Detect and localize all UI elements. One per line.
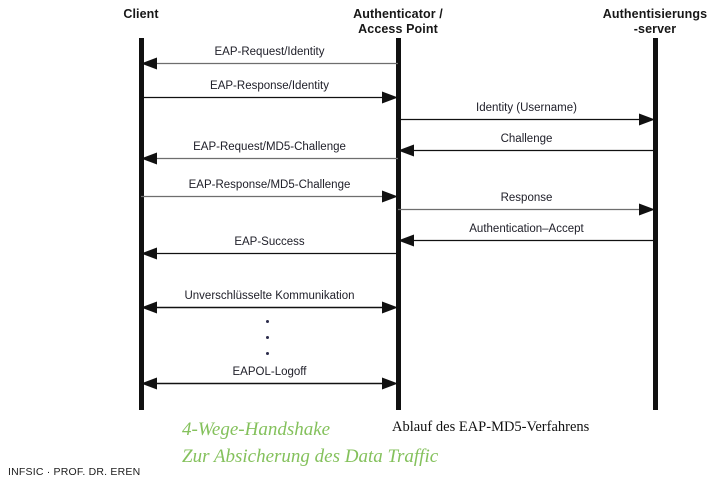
message-unverschluesselte-kommunikation: Unverschlüsselte Kommunikation bbox=[141, 282, 398, 314]
message-label: EAP-Request/MD5-Challenge bbox=[193, 141, 346, 153]
caption-handshake-annotation: 4-Wege-Handshake Zur Absicherung des Dat… bbox=[182, 416, 438, 470]
message-label: Challenge bbox=[500, 133, 553, 145]
lifeline-server bbox=[653, 38, 658, 410]
caption-green-line1: 4-Wege-Handshake bbox=[182, 419, 331, 440]
arrow-right bbox=[398, 203, 655, 216]
arrow-left bbox=[398, 144, 655, 157]
message-eap-response-identity: EAP-Response/Identity bbox=[141, 72, 398, 104]
message-challenge: Challenge bbox=[398, 125, 655, 157]
message-label: EAPOL-Logoff bbox=[232, 366, 307, 378]
arrow-right bbox=[141, 190, 398, 203]
message-label: EAP-Success bbox=[234, 236, 305, 248]
actor-client-line1: Client bbox=[123, 7, 159, 21]
message-eap-request-identity: EAP-Request/Identity bbox=[141, 38, 398, 70]
footer-attribution: INFSIC · PROF. DR. EREN bbox=[8, 466, 141, 478]
continuation-dots bbox=[255, 320, 279, 368]
diagram-title: Ablauf des EAP-MD5-Verfahrens bbox=[392, 419, 590, 435]
dot bbox=[265, 352, 269, 355]
arrow-left bbox=[398, 234, 655, 247]
arrow-right bbox=[398, 113, 655, 126]
message-label: Authentication–Accept bbox=[469, 223, 584, 235]
message-identity-username: Identity (Username) bbox=[398, 94, 655, 126]
arrow-bidirectional bbox=[141, 301, 398, 314]
actor-server-line2: -server bbox=[633, 22, 677, 36]
message-label: EAP-Response/Identity bbox=[210, 80, 329, 92]
actor-server-line1: Authentisierungs bbox=[602, 7, 708, 21]
message-label: Unverschlüsselte Kommunikation bbox=[184, 290, 355, 302]
message-authentication-accept: Authentication–Accept bbox=[398, 215, 655, 247]
actor-header-client: Client bbox=[86, 7, 196, 22]
actor-authenticator-line2: Access Point bbox=[358, 22, 438, 36]
message-label: EAP-Response/MD5-Challenge bbox=[188, 179, 351, 191]
actor-header-authenticator: Authenticator / Access Point bbox=[336, 7, 460, 37]
message-label: Response bbox=[500, 192, 553, 204]
message-eap-response-md5-challenge: EAP-Response/MD5-Challenge bbox=[141, 171, 398, 203]
message-eapol-logoff: EAPOL-Logoff bbox=[141, 358, 398, 390]
arrow-bidirectional bbox=[141, 377, 398, 390]
message-label: EAP-Request/Identity bbox=[214, 46, 325, 58]
arrow-left bbox=[141, 57, 398, 70]
dot bbox=[265, 320, 269, 323]
arrow-right bbox=[141, 91, 398, 104]
message-eap-success: EAP-Success bbox=[141, 228, 398, 260]
message-label: Identity (Username) bbox=[476, 102, 577, 114]
actor-authenticator-line1: Authenticator / bbox=[353, 7, 443, 21]
arrow-left bbox=[141, 247, 398, 260]
lifeline-client bbox=[139, 38, 144, 410]
dot bbox=[265, 336, 269, 339]
lifeline-authenticator bbox=[396, 38, 401, 410]
caption-green-line2: Zur Absicherung des Data Traffic bbox=[182, 446, 439, 467]
message-eap-request-md5-challenge: EAP-Request/MD5-Challenge bbox=[141, 133, 398, 165]
actor-header-server: Authentisierungs -server bbox=[588, 7, 721, 37]
arrow-left bbox=[141, 152, 398, 165]
message-response: Response bbox=[398, 184, 655, 216]
